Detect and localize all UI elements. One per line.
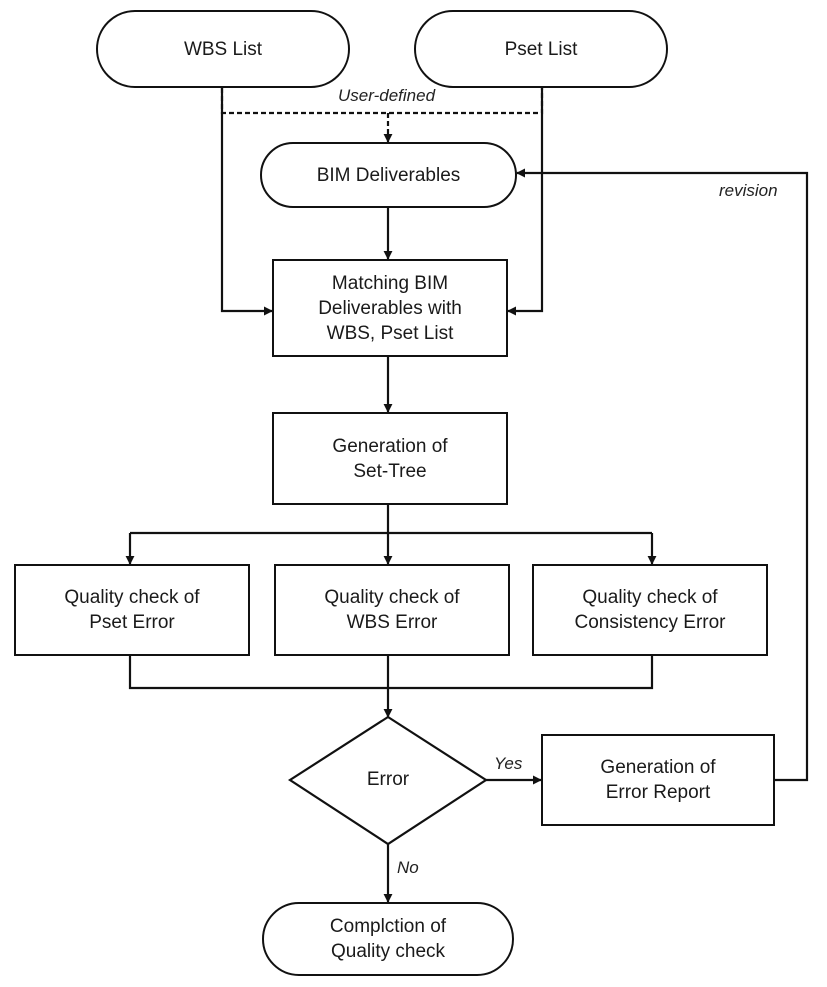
error-decision-label: Error bbox=[366, 769, 410, 790]
revision-loop-arrow bbox=[516, 168, 809, 782]
user-defined-label: User-defined bbox=[336, 86, 438, 106]
completion-label: Complсtion of Quality check bbox=[329, 916, 447, 962]
set-tree-node: Generation of Set-Tree bbox=[272, 412, 508, 505]
matching-node: Matching BIM Deliverables with WBS, Pset… bbox=[272, 259, 508, 357]
yes-label: Yes bbox=[494, 754, 523, 773]
error-report-label: Generation of Error Report bbox=[600, 757, 716, 803]
settree-split-line bbox=[130, 505, 652, 535]
wbs-list-label: WBS List bbox=[183, 38, 263, 60]
completion-node: Complсtion of Quality check bbox=[262, 902, 514, 976]
no-label: No bbox=[397, 858, 419, 877]
qc-pset-node: Quality check of Pset Error bbox=[14, 564, 250, 656]
merge-line bbox=[128, 656, 654, 690]
revision-label: revision bbox=[719, 181, 778, 200]
wbs-list-node: WBS List bbox=[96, 10, 350, 88]
set-tree-label: Generation of Set-Tree bbox=[332, 435, 448, 482]
pset-list-node: Pset List bbox=[414, 10, 668, 88]
error-report-node: Generation of Error Report bbox=[541, 734, 775, 826]
wbs-to-matching-arrow bbox=[220, 88, 273, 316]
qc-consistency-node: Quality check of Consistency Error bbox=[532, 564, 768, 656]
qc-consistency-label: Quality check of Consistency Error bbox=[574, 587, 726, 633]
pset-list-label: Pset List bbox=[504, 38, 578, 60]
bim-deliverables-label: BIM Deliverables bbox=[316, 164, 461, 186]
bim-deliverables-node: BIM Deliverables bbox=[260, 142, 517, 208]
error-decision-diamond bbox=[287, 715, 489, 846]
qc-wbs-label: Quality check of WBS Error bbox=[324, 587, 460, 633]
qc-pset-label: Quality check of Pset Error bbox=[64, 587, 200, 633]
pset-to-matching-arrow bbox=[507, 88, 544, 316]
qc-wbs-node: Quality check of WBS Error bbox=[274, 564, 510, 656]
matching-label: Matching BIM Deliverables with WBS, Pset… bbox=[318, 272, 462, 344]
